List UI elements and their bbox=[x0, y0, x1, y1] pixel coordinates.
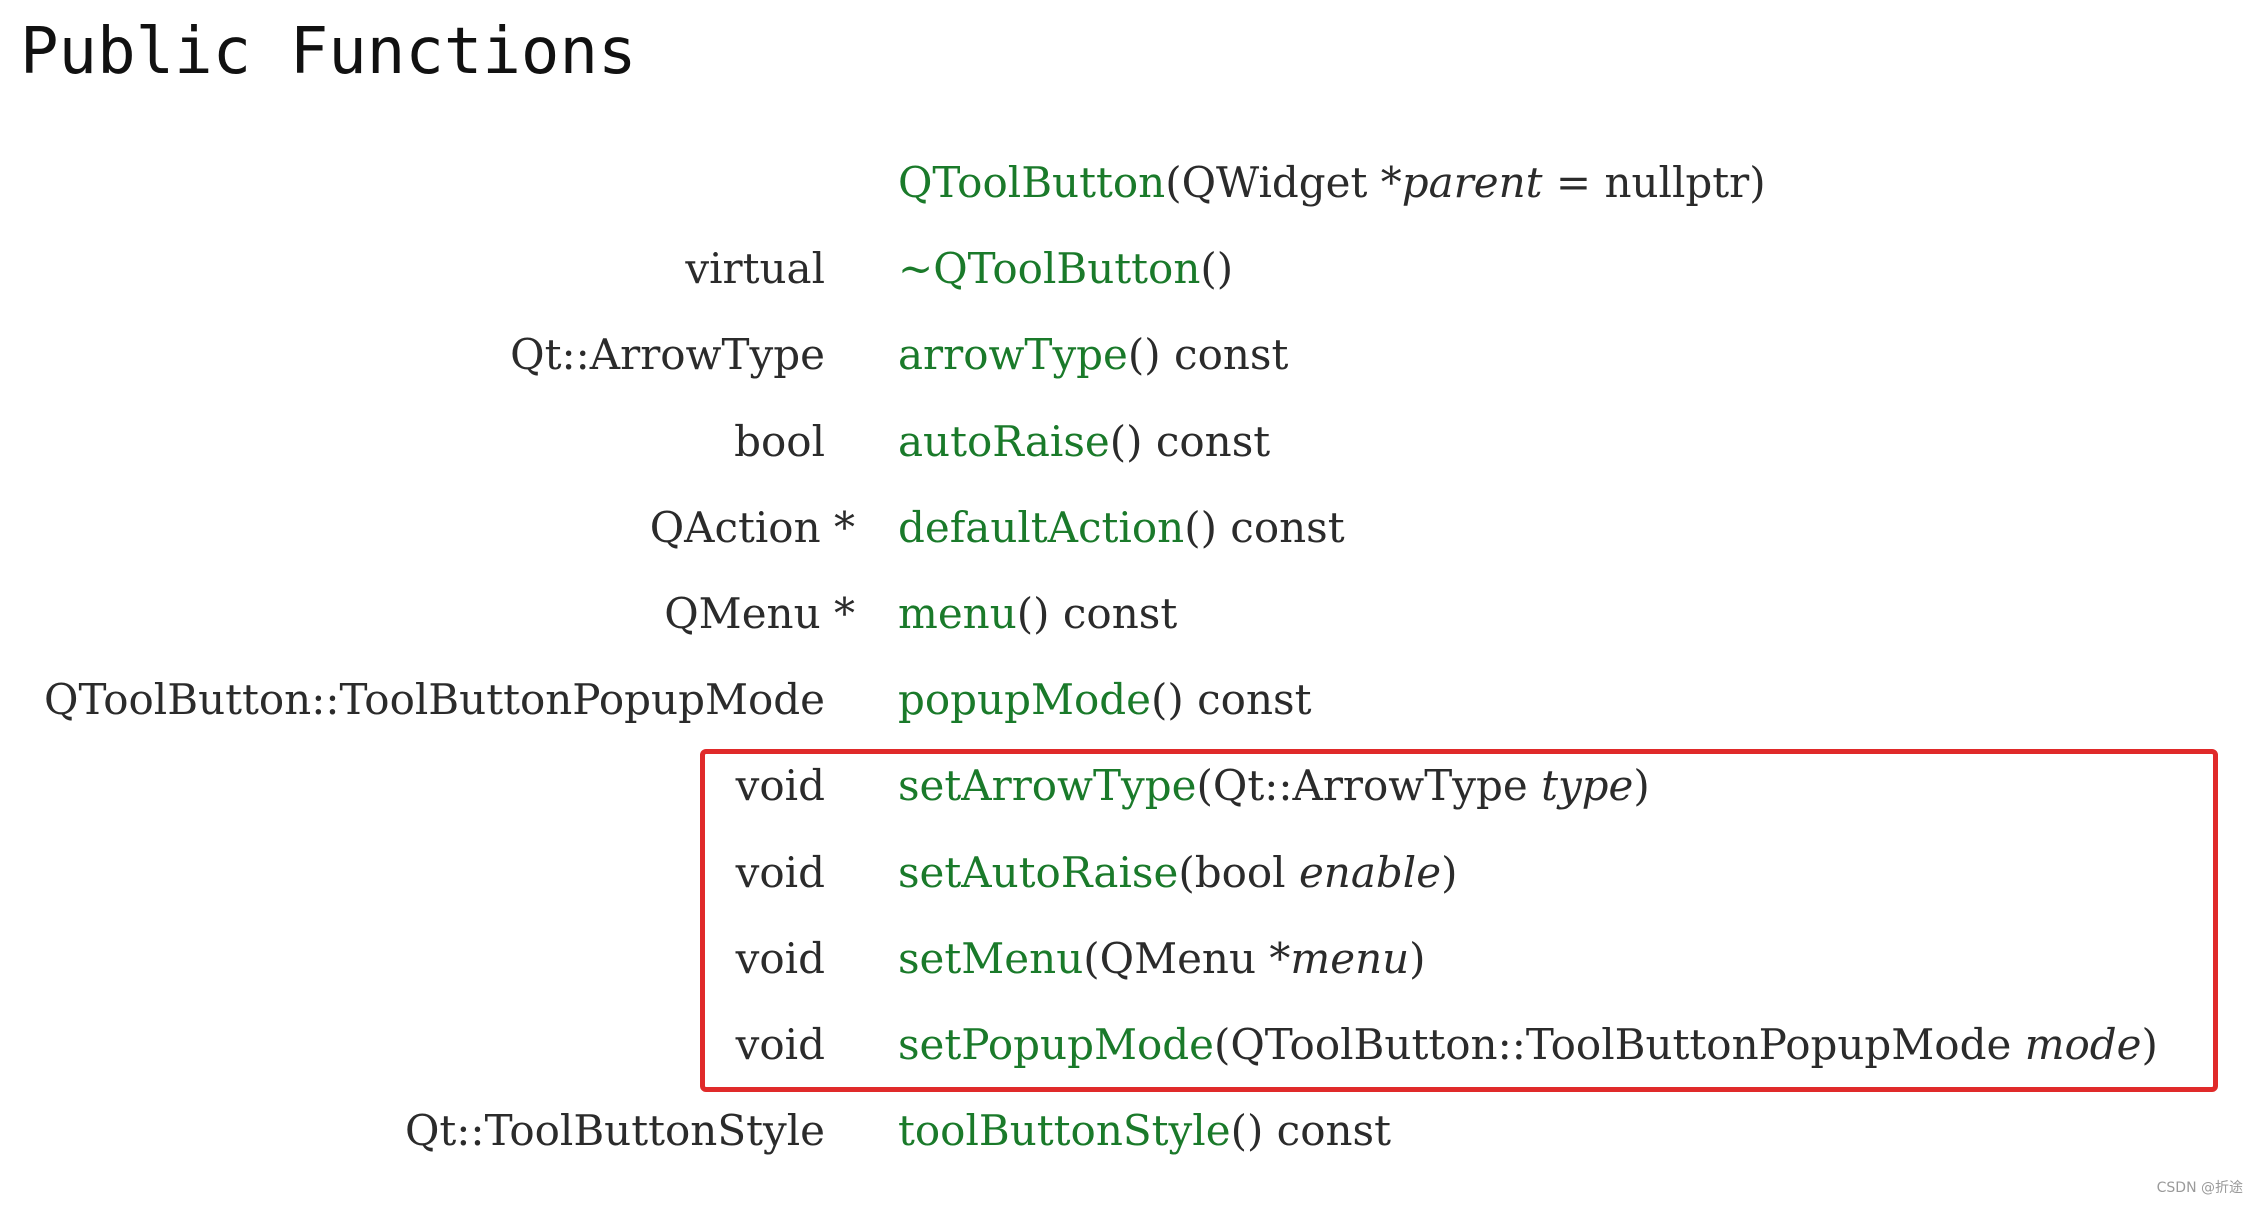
return-type: void bbox=[735, 1019, 825, 1069]
function-row: void setPopupMode(QToolButton::ToolButto… bbox=[0, 1002, 2255, 1088]
signature-text: ) bbox=[1633, 761, 1650, 811]
function-link[interactable]: popupMode bbox=[898, 675, 1152, 725]
signature-text: (QToolButton::ToolButtonPopupMode bbox=[1213, 1019, 2025, 1069]
function-signature: menu() const bbox=[898, 571, 1177, 657]
function-row: QToolButton(QWidget *parent = nullptr) bbox=[0, 140, 2255, 226]
function-signature: arrowType() const bbox=[898, 312, 1288, 398]
function-signature: setArrowType(Qt::ArrowType type) bbox=[898, 743, 1650, 829]
function-link[interactable]: ~QToolButton bbox=[898, 244, 1201, 294]
function-link[interactable]: toolButtonStyle bbox=[898, 1106, 1231, 1156]
function-link[interactable]: QToolButton bbox=[898, 158, 1166, 207]
signature-text: () const bbox=[1184, 502, 1345, 552]
function-link[interactable]: defaultAction bbox=[898, 502, 1185, 552]
function-signature: setMenu(QMenu *menu) bbox=[898, 916, 1426, 1002]
function-row: void setAutoRaise(bool enable) bbox=[0, 830, 2255, 916]
signature-text: ) bbox=[1409, 933, 1426, 983]
function-link[interactable]: arrowType bbox=[898, 330, 1128, 380]
function-link[interactable]: autoRaise bbox=[898, 416, 1110, 466]
function-row: QToolButton::ToolButtonPopupMode popupMo… bbox=[0, 657, 2255, 743]
signature-text: (QMenu * bbox=[1083, 933, 1291, 983]
return-type: QToolButton::ToolButtonPopupMode bbox=[44, 675, 825, 725]
page-title: Public Functions bbox=[20, 15, 637, 89]
return-type: void bbox=[735, 847, 825, 897]
signature-text: () const bbox=[1109, 416, 1271, 466]
param-name: mode bbox=[2024, 1019, 2142, 1069]
return-type: bool bbox=[734, 416, 825, 466]
watermark: CSDN @折途 bbox=[2156, 1180, 2243, 1196]
function-row: QAction * defaultAction() const bbox=[0, 485, 2255, 571]
signature-text: (QWidget * bbox=[1165, 158, 1402, 207]
function-signature: setAutoRaise(bool enable) bbox=[898, 830, 1457, 916]
param-name: type bbox=[1541, 761, 1634, 811]
function-row: void setMenu(QMenu *menu) bbox=[0, 916, 2255, 1002]
return-type: QAction * bbox=[649, 502, 855, 552]
signature-text: () const bbox=[1127, 330, 1289, 380]
function-signature: defaultAction() const bbox=[898, 485, 1345, 571]
signature-text: (Qt::ArrowType bbox=[1196, 761, 1542, 811]
param-name: menu bbox=[1290, 933, 1410, 983]
return-type: void bbox=[735, 933, 825, 983]
function-signature: autoRaise() const bbox=[898, 399, 1270, 485]
function-link[interactable]: setMenu bbox=[898, 933, 1084, 983]
function-signature: popupMode() const bbox=[898, 657, 1311, 743]
function-row: QMenu * menu() const bbox=[0, 571, 2255, 657]
function-link[interactable]: menu bbox=[898, 588, 1017, 638]
signature-text: () bbox=[1200, 244, 1234, 294]
signature-text: (bool bbox=[1178, 847, 1299, 897]
function-signature: QToolButton(QWidget *parent = nullptr) bbox=[898, 140, 1766, 226]
function-signature: toolButtonStyle() const bbox=[898, 1088, 1391, 1174]
signature-text: ) bbox=[1441, 847, 1458, 897]
param-name: enable bbox=[1298, 847, 1442, 897]
function-link[interactable]: setPopupMode bbox=[898, 1019, 1214, 1069]
param-name: parent bbox=[1401, 158, 1543, 207]
signature-text: () const bbox=[1151, 675, 1312, 725]
return-type: Qt::ToolButtonStyle bbox=[404, 1106, 825, 1156]
public-functions-list: QToolButton(QWidget *parent = nullptr) v… bbox=[0, 140, 2255, 1174]
function-link[interactable]: setAutoRaise bbox=[898, 847, 1179, 897]
return-type: Qt::ArrowType bbox=[510, 330, 825, 380]
function-row: void setArrowType(Qt::ArrowType type) bbox=[0, 743, 2255, 829]
return-type: virtual bbox=[685, 244, 825, 294]
signature-text: () const bbox=[1016, 588, 1178, 638]
function-link[interactable]: setArrowType bbox=[898, 761, 1197, 811]
function-row: virtual ~QToolButton() bbox=[0, 226, 2255, 312]
function-signature: ~QToolButton() bbox=[898, 226, 1233, 312]
function-row: Qt::ArrowType arrowType() const bbox=[0, 312, 2255, 398]
function-signature: setPopupMode(QToolButton::ToolButtonPopu… bbox=[898, 1002, 2158, 1088]
signature-text: = nullptr) bbox=[1542, 158, 1766, 207]
return-type: void bbox=[735, 761, 825, 811]
signature-text: ) bbox=[2141, 1019, 2158, 1069]
function-row: Qt::ToolButtonStyle toolButtonStyle() co… bbox=[0, 1088, 2255, 1174]
signature-text: () const bbox=[1230, 1106, 1391, 1156]
return-type: QMenu * bbox=[664, 588, 855, 638]
function-row: bool autoRaise() const bbox=[0, 399, 2255, 485]
